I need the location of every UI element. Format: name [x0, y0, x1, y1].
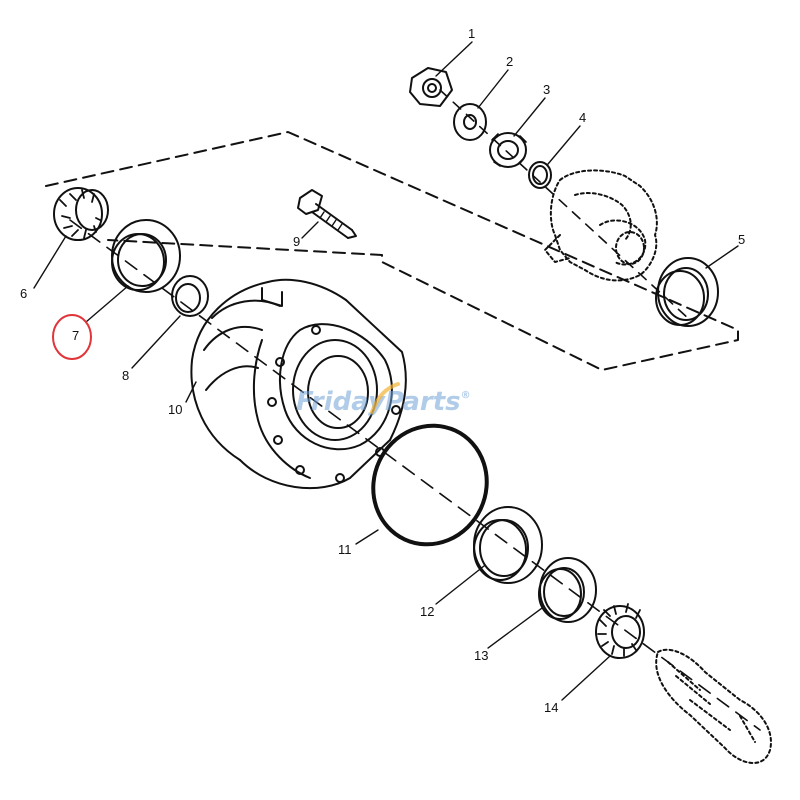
highlight-circle-7: [52, 314, 92, 360]
spindle-shaft-outline: [655, 648, 772, 764]
spindle-knuckle-outline: [544, 169, 658, 282]
part-11-o-ring: [371, 423, 489, 547]
callout-13: 13: [474, 648, 488, 663]
watermark-accent-swoosh: [370, 382, 400, 414]
axis-line-main: [69, 219, 761, 731]
part-7-bearing-cup: [111, 219, 181, 293]
part-8-seal-ring: [171, 275, 209, 317]
part-4-snap-ring: [528, 161, 552, 189]
part-5-seal: [655, 257, 719, 327]
part-3-castle-nut: [489, 132, 527, 168]
dashed-enclosure: [45, 131, 739, 371]
watermark-mark: ®: [461, 390, 471, 401]
callout-2: 2: [506, 54, 513, 69]
callout-8: 8: [122, 368, 129, 383]
callout-9: 9: [293, 234, 300, 249]
callout-3: 3: [543, 82, 550, 97]
watermark-part2: Parts: [385, 387, 461, 417]
callout-5: 5: [738, 232, 745, 247]
callout-10: 10: [168, 402, 182, 417]
part-14-bearing-cone: [595, 603, 645, 659]
part-13-bearing-cup: [538, 557, 597, 623]
part-1-hex-nut: [409, 67, 453, 107]
part-10-wheel-hub: [190, 278, 407, 489]
part-2-washer: [453, 103, 487, 141]
part-6-bearing-cone: [53, 187, 109, 241]
callout-7: 7: [72, 328, 79, 343]
callout-6: 6: [20, 286, 27, 301]
watermark: FridayParts®: [296, 387, 471, 417]
callout-11: 11: [338, 542, 352, 557]
axis-line-right: [439, 89, 691, 321]
callout-4: 4: [579, 110, 586, 125]
callout-14: 14: [544, 700, 558, 715]
callout-1: 1: [468, 26, 475, 41]
callout-12: 12: [420, 604, 434, 619]
part-12-bearing-cup: [473, 506, 543, 584]
part-9-bolt: [297, 189, 357, 239]
leader-lines: [33, 41, 739, 701]
